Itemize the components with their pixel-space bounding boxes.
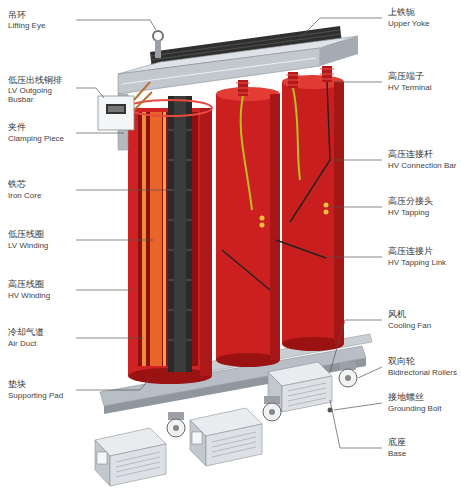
part-label: 冷却气道 — [8, 327, 44, 337]
part-label: Upper Yoke — [388, 19, 429, 28]
part-label: Air Duct — [8, 339, 36, 348]
part-label: Grounding Bolt — [388, 404, 441, 413]
part-label: 吊环 — [8, 10, 26, 20]
part-label: Bidirectonal Rollers — [388, 368, 457, 377]
part-label: HV Tapping — [388, 208, 429, 217]
leader-line — [76, 18, 382, 448]
part-label: Iron Core — [8, 191, 41, 200]
hv-coil — [282, 75, 344, 351]
hv-terminal — [236, 66, 334, 96]
part-label: Base — [388, 449, 406, 458]
part-label: 高压连接片 — [388, 246, 433, 256]
hv-coil — [216, 87, 280, 367]
clamping-piece — [118, 31, 358, 150]
part-label: 高压端子 — [388, 71, 424, 81]
part-label: Lifting Eye — [8, 21, 45, 30]
part-label: 底座 — [388, 437, 406, 447]
part-label: HV Tapping Link — [388, 258, 446, 267]
hv-connection — [222, 82, 330, 290]
part-label: 高压线圈 — [8, 279, 44, 289]
part-label: HV Terminal — [388, 83, 431, 92]
part-label: 风机 — [388, 309, 406, 319]
part-label: 高压分接头 — [388, 196, 433, 206]
part-label: 低压出线铜排 — [8, 75, 62, 85]
cooling-fan — [95, 362, 332, 486]
part-label: LV Outgoing Busbar — [8, 86, 58, 104]
part-label: Cooling Fan — [388, 321, 431, 330]
part-label: Clamping Piece — [8, 134, 64, 143]
part-label: HV Winding — [8, 291, 50, 300]
lv-busbar — [98, 82, 152, 130]
part-label: 接地螺丝 — [388, 392, 424, 402]
part-label: 低压线圈 — [8, 229, 44, 239]
part-label: 夹件 — [8, 122, 26, 132]
part-label: LV Winding — [8, 241, 48, 250]
part-label: Supporting Pad — [8, 391, 63, 400]
part-label: 垫块 — [8, 379, 26, 389]
part-label: 上铁轭 — [388, 7, 415, 17]
part-label: 双向轮 — [388, 356, 415, 366]
part-label: HV Connection Bar — [388, 161, 456, 170]
part-label: 高压连接杆 — [388, 149, 433, 159]
part-label: 铁芯 — [8, 179, 26, 189]
